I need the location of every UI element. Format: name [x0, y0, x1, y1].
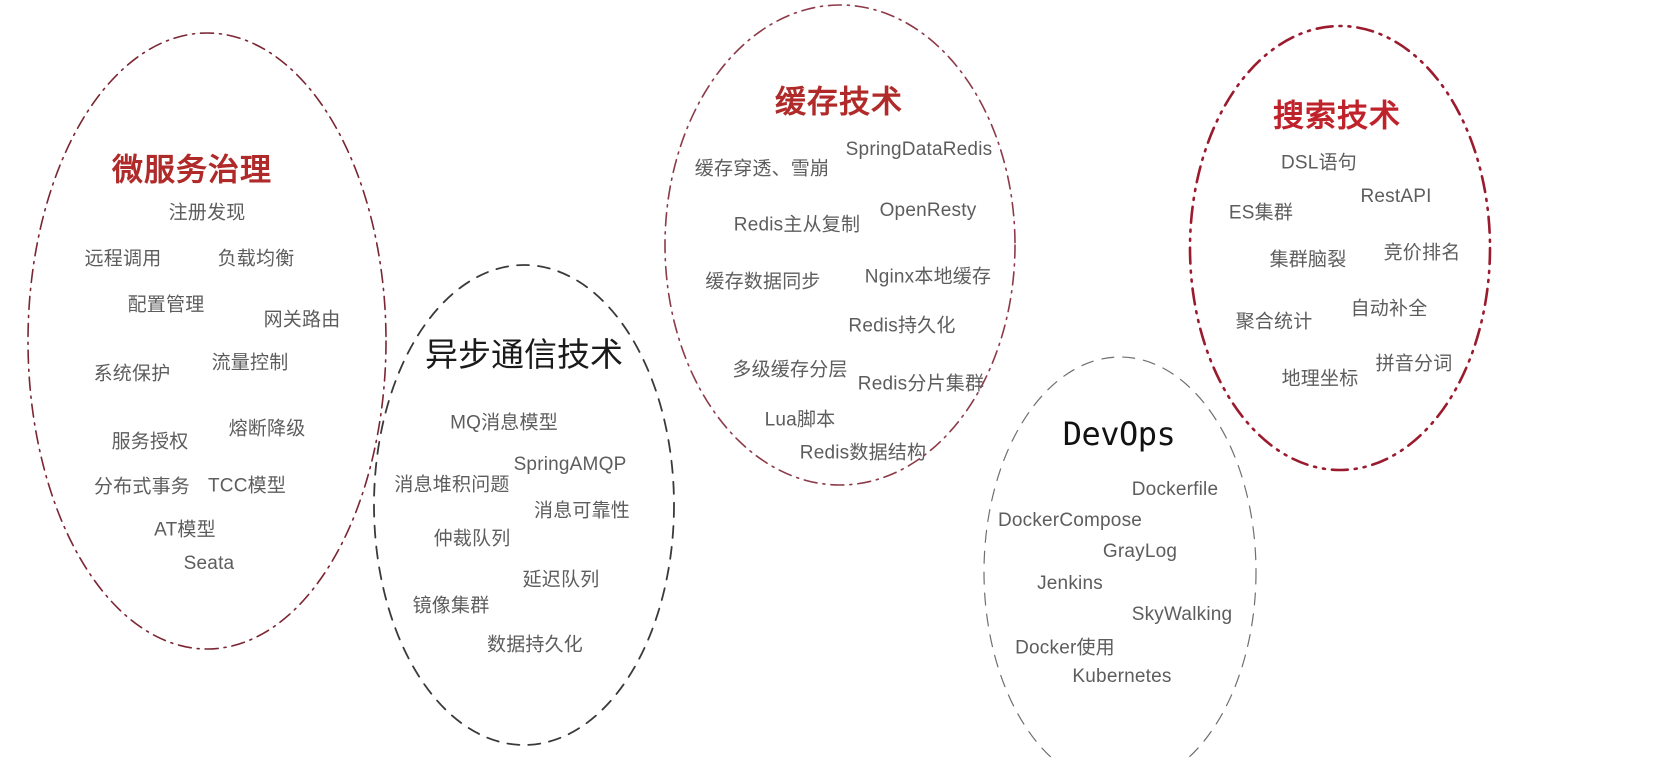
topic-node[interactable]: Nginx本地缓存	[864, 266, 992, 288]
topic-node[interactable]: Redis持久化	[848, 315, 956, 337]
topic-node[interactable]: SkyWalking	[1131, 604, 1233, 625]
topic-node[interactable]: 负载均衡	[217, 248, 295, 270]
topic-node[interactable]: 远程调用	[84, 248, 162, 270]
topic-node[interactable]: Seata	[183, 553, 235, 574]
topic-node[interactable]: 缓存数据同步	[705, 271, 821, 293]
topic-node[interactable]: Redis分片集群	[857, 373, 985, 395]
group-boundary-ellipse	[664, 4, 1016, 486]
topic-node[interactable]: 竞价排名	[1383, 242, 1461, 264]
group-title-async-communication: 异步通信技术	[425, 336, 623, 373]
topic-node[interactable]: 集群脑裂	[1269, 249, 1347, 271]
topic-node[interactable]: Lua脚本	[764, 409, 836, 431]
topic-node[interactable]: TCC模型	[207, 475, 287, 497]
topic-node[interactable]: SpringAMQP	[513, 454, 627, 475]
topic-node[interactable]: AT模型	[154, 519, 216, 541]
topic-node[interactable]: DSL语句	[1281, 152, 1357, 174]
group-boundary-ellipse	[983, 356, 1257, 760]
topic-node[interactable]: 分布式事务	[93, 476, 191, 498]
topic-node[interactable]: Jenkins	[1037, 573, 1103, 594]
topic-node[interactable]: 消息堆积问题	[394, 474, 510, 496]
topic-node[interactable]: 延迟队列	[522, 569, 600, 591]
topic-node[interactable]: 多级缓存分层	[732, 359, 848, 381]
topic-node[interactable]: 缓存穿透、雪崩	[694, 158, 830, 180]
topic-node[interactable]: Dockerfile	[1131, 479, 1219, 500]
topic-node[interactable]: 熔断降级	[228, 418, 306, 440]
topic-node[interactable]: Docker使用	[1015, 637, 1115, 659]
topic-node[interactable]: 配置管理	[127, 294, 205, 316]
topic-node[interactable]: MQ消息模型	[450, 412, 558, 434]
topic-node[interactable]: GrayLog	[1102, 541, 1178, 562]
topic-node[interactable]: Redis数据结构	[799, 442, 927, 464]
topic-node[interactable]: 消息可靠性	[533, 500, 631, 522]
topic-node[interactable]: DockerCompose	[997, 510, 1143, 531]
topic-node[interactable]: RestAPI	[1360, 186, 1432, 207]
topic-node[interactable]: 系统保护	[93, 363, 171, 385]
topic-node[interactable]: Redis主从复制	[733, 214, 861, 236]
topic-node[interactable]: ES集群	[1228, 202, 1294, 224]
topic-node[interactable]: 聚合统计	[1235, 311, 1313, 333]
topic-node[interactable]: 镜像集群	[412, 595, 490, 617]
topic-node[interactable]: 注册发现	[168, 202, 246, 224]
topic-node[interactable]: 拼音分词	[1375, 353, 1453, 375]
topic-node[interactable]: 流量控制	[211, 352, 289, 374]
group-boundary-ellipse	[1188, 24, 1492, 472]
group-boundary-ellipse	[27, 32, 387, 650]
topic-node[interactable]: SpringDataRedis	[845, 139, 993, 160]
group-title-search-technology: 搜索技术	[1273, 98, 1401, 134]
group-boundary-ellipse	[373, 264, 675, 746]
topic-node[interactable]: 仲裁队列	[433, 528, 511, 550]
group-title-microservice-governance: 微服务治理	[112, 152, 272, 188]
topic-node[interactable]: 服务授权	[111, 431, 189, 453]
topic-node[interactable]: 自动补全	[1350, 298, 1428, 320]
topic-node[interactable]: OpenResty	[879, 200, 977, 221]
topic-node[interactable]: 网关路由	[263, 309, 341, 331]
group-title-cache-technology: 缓存技术	[775, 84, 903, 120]
topic-node[interactable]: 数据持久化	[486, 634, 584, 656]
topic-node[interactable]: 地理坐标	[1281, 368, 1359, 390]
group-title-devops: DevOps	[1062, 415, 1176, 453]
topic-node[interactable]: Kubernetes	[1072, 666, 1172, 687]
